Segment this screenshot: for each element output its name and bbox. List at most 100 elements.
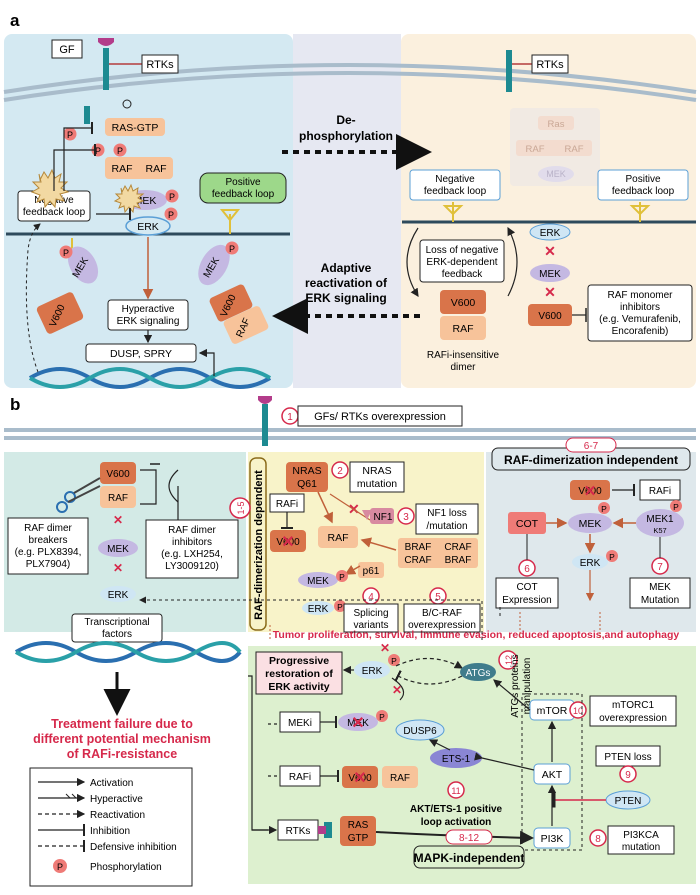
- mek-label-right: MEK: [539, 269, 561, 280]
- v600-dimer-box: [440, 290, 486, 314]
- independent-title: RAF-dimerization independent: [504, 453, 678, 467]
- v600-b-right: V600: [578, 486, 602, 497]
- nras-mut-line1: NRAS: [362, 465, 391, 477]
- inhibitors-line4: LY3009120): [165, 561, 219, 572]
- erk-b-mid: ERK: [308, 604, 329, 615]
- mek-mut-line2: Mutation: [641, 595, 679, 606]
- raf-b-bottom: RAF: [390, 773, 410, 784]
- p-b-mid-1: P: [339, 572, 345, 582]
- burst-icon-right: [113, 183, 145, 214]
- svg-text:✕: ✕: [584, 483, 597, 500]
- dusp6-label: DUSP6: [403, 726, 437, 737]
- monomer-line4: Encorafenib): [612, 326, 669, 337]
- transcriptional-line1: Transcriptional: [84, 617, 149, 628]
- rtks-box-right: [531, 54, 569, 74]
- breakers-line4: PLX7904): [26, 559, 70, 570]
- k57-label: K57: [653, 526, 666, 535]
- svg-text:✕: ✕: [113, 561, 123, 575]
- mtorc1-line1: mTORC1: [612, 700, 654, 711]
- akt-ets-line2: loop activation: [421, 817, 492, 828]
- marker-5: 5: [435, 592, 441, 603]
- mapk-range: 8-12: [459, 833, 479, 844]
- rtks-label-b: RTKs: [286, 826, 311, 837]
- mek-mut-line1: MEK: [649, 582, 671, 593]
- neg-fb-right-line2: feedback loop: [424, 186, 487, 197]
- rtks-box-left: [141, 54, 179, 74]
- legend-activation: Activation: [90, 778, 133, 789]
- dephos-line1: De-: [336, 113, 355, 127]
- nf1-label: NF1: [374, 512, 393, 523]
- rafi-label-b3: RAFi: [289, 772, 311, 783]
- akt-ets-line1: AKT/ETS-1 positive: [410, 804, 503, 815]
- nras-mutation-box: [349, 461, 405, 493]
- rafi-label-b1: RAFi: [276, 499, 298, 510]
- svg-text:✕: ✕: [353, 770, 366, 787]
- gf-ligand: [98, 38, 114, 46]
- v600-label-right-mono: V600: [538, 311, 562, 322]
- mtorc1-line2: overexpression: [599, 713, 667, 724]
- mtor-label: mTOR: [537, 705, 568, 717]
- inhibitors-line3: (e.g. LXH254,: [161, 549, 223, 560]
- monomer-line1: RAF monomer: [607, 290, 673, 301]
- atgs-manip-line2: manipulation: [522, 658, 533, 715]
- bcraf-line2: overexpression: [408, 620, 476, 631]
- pos-fb-right-line2: feedback loop: [612, 186, 675, 197]
- braf-1: BRAF: [405, 542, 432, 553]
- loss-feedback-box: [419, 239, 505, 283]
- svg-text:✕: ✕: [281, 534, 294, 551]
- dependent-range: 1-5: [236, 501, 246, 514]
- monomer-inhibitors-box: [587, 284, 693, 342]
- breakers-line2: breakers: [29, 535, 68, 546]
- nf1-loss-box: [415, 503, 479, 535]
- dimer-breakers-box: [7, 517, 89, 575]
- raf-label-1: RAF: [112, 163, 133, 175]
- nf1-loss-line1: NF1 loss: [427, 508, 466, 519]
- raf-b-mid: RAF: [328, 532, 349, 544]
- monomer-line3: (e.g. Vemurafenib,: [599, 314, 681, 325]
- legend-defensive: Defensive inhibition: [90, 842, 177, 853]
- erk-b-left: ERK: [108, 590, 129, 601]
- pi3k-pathway-box: [521, 693, 583, 851]
- gfs-rtks-box: [297, 405, 463, 427]
- bcraf-line1: B/C-RAF: [422, 608, 462, 619]
- membrane-inner: [3, 71, 697, 102]
- p-circle-6: P: [63, 248, 69, 258]
- dna-strand-b2: [14, 641, 242, 663]
- adaptive-line3: ERK signaling: [305, 291, 386, 305]
- inhibitors-line1: RAF dimer: [168, 525, 216, 536]
- gf-box: [51, 39, 83, 59]
- p-b-mid-2: P: [337, 602, 343, 612]
- inhibitors-line2: inhibitors: [172, 537, 212, 548]
- loss-fb-line2: ERK-dependent: [426, 257, 497, 268]
- panel-b-label: b: [10, 395, 20, 414]
- nras-line2: Q61: [297, 478, 317, 490]
- dusp-spry-box: [85, 343, 197, 363]
- svg-text:✕: ✕: [392, 683, 402, 697]
- marker-2: 2: [337, 466, 343, 477]
- splicing-box: [343, 603, 399, 633]
- legend-hyperactive: Hyperactive: [90, 794, 143, 805]
- braf-2: BRAF: [445, 555, 472, 566]
- marker-3: 3: [403, 512, 409, 523]
- v600-dimer-label: V600: [451, 297, 476, 309]
- pi3k-label: PI3K: [541, 833, 564, 845]
- dephos-line2: phosphorylation: [299, 129, 393, 143]
- cot-expression-box: [495, 577, 559, 609]
- panel-a-label: a: [10, 11, 20, 30]
- p-circle-5: P: [168, 210, 174, 220]
- v600-box-right: [528, 304, 572, 326]
- cot-expr-line1: COT: [516, 582, 537, 593]
- rafi-label-b2: RAFi: [649, 486, 671, 497]
- positive-feedback-box: [199, 172, 287, 204]
- raf-dimer-right: [440, 316, 486, 340]
- erk-label-a: ERK: [137, 221, 159, 233]
- dependent-label: RAF-dimerization dependent: [253, 470, 265, 620]
- panel-a-center-bg: [293, 34, 401, 388]
- scissors-icon: [67, 477, 101, 503]
- legend-p-circle: P: [57, 862, 63, 872]
- erk-label-right: ERK: [540, 228, 561, 239]
- mek-b-left: MEK: [107, 544, 129, 555]
- ets1-label: ETS-1: [442, 754, 471, 765]
- rtks-label-right: RTKs: [536, 59, 564, 71]
- breakers-line3: (e.g. PLX8394,: [15, 547, 82, 558]
